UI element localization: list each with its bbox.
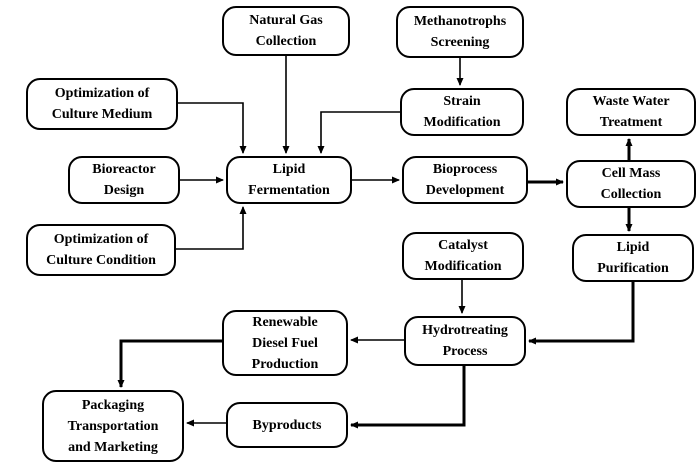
node-label-line: Optimization of xyxy=(53,232,149,247)
node-bioprocess-development: Bioprocess Development xyxy=(402,156,528,204)
node-label-line: Lipid xyxy=(272,162,306,177)
node-label-line: Fermentation xyxy=(248,183,330,198)
node-byproducts: Byproducts xyxy=(226,402,348,448)
node-label-line: Bioprocess xyxy=(432,162,498,177)
node-lipid-purification: Lipid Purification xyxy=(572,234,694,282)
node-label-line: Bioreactor xyxy=(92,162,156,177)
node-strain-modification: Strain Modification xyxy=(400,88,524,136)
node-label-line: Production xyxy=(251,356,319,372)
node-cell-mass-collection: Cell Mass Collection xyxy=(566,160,696,208)
node-packaging-transportation-and-marketing: Packaging Transportation and Marketing xyxy=(42,390,184,462)
arrow-renewable-to-packaging xyxy=(117,339,222,388)
node-optimization-of-culture-medium: Optimization of Culture Medium xyxy=(26,78,178,130)
node-label-line: Byproducts xyxy=(252,417,322,433)
node-label-line: Culture Medium xyxy=(51,107,153,122)
node-label-line: Collection xyxy=(255,34,317,49)
node-label-line: Purification xyxy=(597,261,669,276)
node-lipid-fermentation: Lipid Fermentation xyxy=(226,156,352,204)
node-label-line: Catalyst xyxy=(438,238,488,253)
node-label-line: and Marketing xyxy=(68,439,158,455)
node-label-line: Development xyxy=(425,183,505,198)
node-label-line: Transportation xyxy=(67,418,159,434)
node-catalyst-modification: Catalyst Modification xyxy=(402,232,524,280)
node-natural-gas-collection: Natural Gas Collection xyxy=(222,6,350,56)
node-optimization-of-culture-condition: Optimization of Culture Condition xyxy=(26,224,176,276)
node-hydrotreating-process: Hydrotreating Process xyxy=(404,316,526,366)
node-label-line: Optimization of xyxy=(54,86,150,101)
arrow-lipid-pur-to-hydrotreating xyxy=(528,282,635,345)
node-label-line: Renewable xyxy=(252,314,318,330)
node-label-line: Packaging xyxy=(81,397,145,413)
node-label-line: Culture Condition xyxy=(46,253,156,268)
node-label-line: Design xyxy=(103,183,145,198)
node-label-line: Strain xyxy=(443,94,481,109)
node-label-line: Modification xyxy=(423,115,501,130)
node-label-line: Cell Mass xyxy=(601,166,661,181)
node-label-line: Treatment xyxy=(599,115,663,130)
node-label-line: Hydrotreating xyxy=(422,323,508,338)
node-label-line: Lipid xyxy=(616,240,650,255)
node-label-line: Screening xyxy=(430,35,490,50)
node-renewable-diesel-fuel-production: Renewable Diesel Fuel Production xyxy=(222,310,348,376)
node-label-line: Waste Water xyxy=(592,94,670,109)
node-bioreactor-design: Bioreactor Design xyxy=(68,156,180,204)
node-label-line: Collection xyxy=(600,187,662,202)
node-label-line: Process xyxy=(442,344,488,359)
arrow-strain-to-lipid-ferm xyxy=(317,111,400,154)
arrow-hydrotreating-to-byproducts xyxy=(350,366,466,429)
arrow-opt-condition-to-lipid-ferm xyxy=(176,206,247,250)
node-waste-water-treatment: Waste Water Treatment xyxy=(566,88,696,136)
node-label-line: Methanotrophs xyxy=(413,14,507,29)
arrow-opt-medium-to-lipid-ferm xyxy=(178,102,247,154)
node-label-line: Natural Gas xyxy=(249,13,323,28)
node-label-line: Diesel Fuel xyxy=(252,335,318,351)
node-label-line: Modification xyxy=(424,259,502,274)
node-methanotrophs-screening: Methanotrophs Screening xyxy=(396,6,524,58)
